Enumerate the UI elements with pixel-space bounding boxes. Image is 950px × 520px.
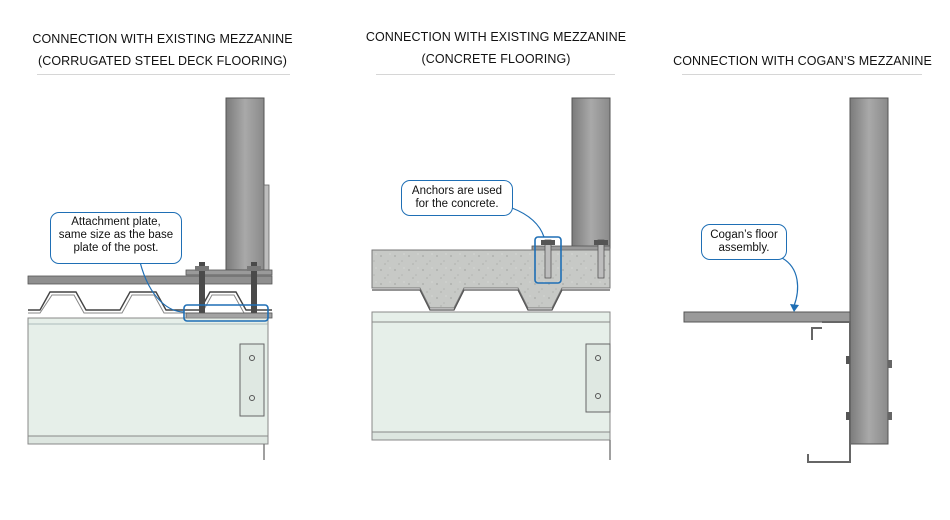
panel2-callout-line2: for the concrete.: [415, 198, 499, 210]
panel3-callout-line1: Cogan’s floor: [710, 229, 778, 241]
panel1-title-line2: (CORRUGATED STEEL DECK FLOORING): [37, 54, 288, 68]
panel1-callout-line1: Attachment plate,: [71, 216, 161, 228]
panel1-callout: Attachment plate, same size as the base …: [50, 212, 182, 264]
panel1-title: CONNECTION WITH EXISTING MEZZANINE (CORR…: [30, 28, 295, 72]
panel2-title-line2: (CONCRETE FLOORING): [421, 52, 571, 66]
panel2-callout: Anchors are used for the concrete.: [401, 180, 513, 216]
panel2-title-rule: [376, 74, 615, 75]
panel1-drawing: [27, 97, 273, 460]
panel3-title-rule: [682, 74, 922, 75]
panel1-title-rule: [37, 74, 290, 75]
panel2-callout-line1: Anchors are used: [411, 185, 503, 197]
panel1-callout-line2: same size as the base: [58, 229, 174, 241]
panel3-callout-line2: assembly.: [718, 242, 770, 254]
panel2-title-line1: CONNECTION WITH EXISTING MEZZANINE: [365, 30, 627, 44]
panel3-drawing: [683, 97, 892, 463]
panel3-title: CONNECTION WITH COGAN’S MEZZANINE: [670, 50, 935, 72]
panel3-title-line1: CONNECTION WITH COGAN’S MEZZANINE: [673, 54, 932, 68]
panel1-callout-line3: plate of the post.: [73, 242, 159, 254]
panel2-title: CONNECTION WITH EXISTING MEZZANINE (CONC…: [362, 26, 630, 70]
panel3-callout: Cogan’s floor assembly.: [701, 224, 787, 260]
panel1-title-line1: CONNECTION WITH EXISTING MEZZANINE: [32, 32, 293, 46]
panel2-drawing: [371, 97, 611, 460]
